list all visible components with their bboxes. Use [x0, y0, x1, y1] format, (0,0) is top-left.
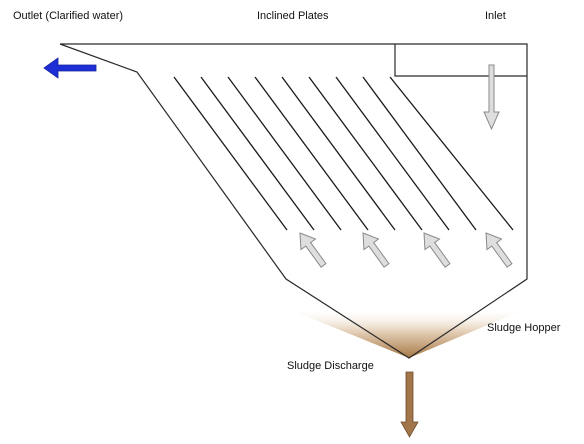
upflow-arrow — [485, 232, 513, 268]
upflow-arrows — [299, 232, 513, 268]
sludge-discharge-label: Sludge Discharge — [287, 360, 374, 372]
inclined-plates-label: Inclined Plates — [257, 10, 329, 22]
sludge-layer — [286, 308, 528, 358]
inlet-flow-arrow — [483, 64, 500, 131]
inclined-plate — [200, 76, 315, 231]
inclined-plates — [173, 76, 514, 231]
inclined-plate — [389, 76, 514, 231]
upflow-arrow — [299, 232, 327, 268]
inclined-plate — [335, 76, 450, 231]
inclined-plate — [281, 76, 396, 231]
inclined-plate — [227, 76, 342, 231]
inclined-plate — [254, 76, 369, 231]
upflow-arrow — [362, 232, 390, 268]
inclined-plate — [308, 76, 423, 231]
outlet-label: Outlet (Clarified water) — [13, 10, 124, 22]
inclined-plate — [173, 76, 288, 231]
tank-outline — [59, 43, 528, 359]
inclined-plate — [362, 76, 477, 231]
upflow-arrow — [423, 232, 451, 268]
sludge-discharge-arrow — [400, 371, 419, 438]
sludge-hopper-label: Sludge Hopper — [487, 322, 561, 334]
outlet-arrow — [43, 57, 97, 79]
inlet-baffle — [394, 44, 527, 77]
inlet-label: Inlet — [485, 10, 506, 22]
